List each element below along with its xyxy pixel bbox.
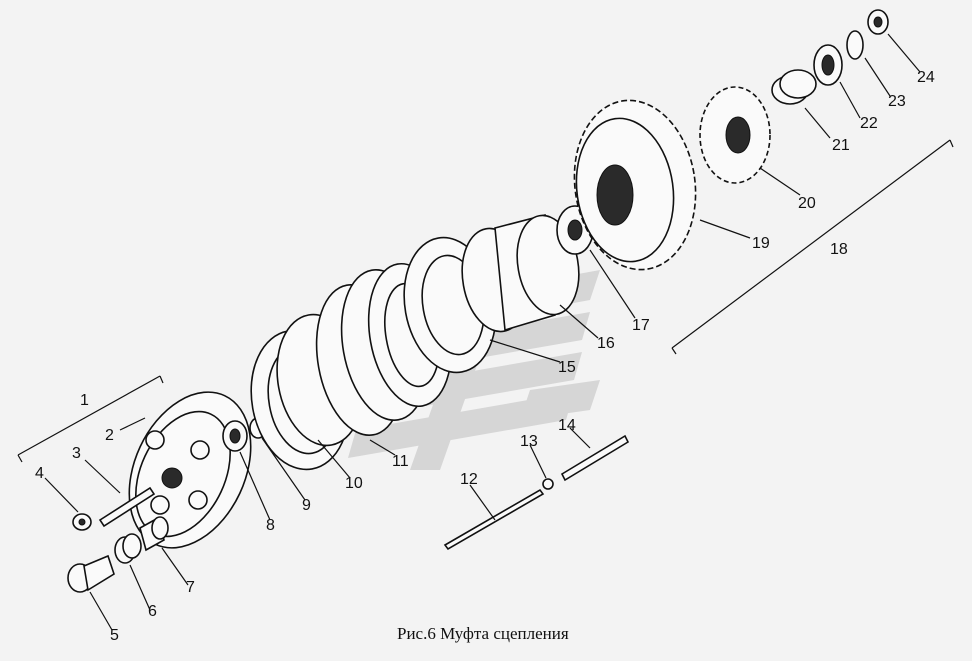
- oil-seal: [813, 44, 843, 86]
- hollow-bolt: [67, 554, 115, 593]
- label-16: 16: [597, 335, 615, 352]
- label-21: 21: [832, 137, 850, 154]
- label-1: 1: [80, 392, 89, 409]
- label-13: 13: [520, 433, 538, 450]
- label-11: 11: [392, 453, 409, 470]
- lock-nut: [72, 513, 92, 531]
- bushing: [867, 9, 889, 35]
- adjusting-stud: [98, 486, 156, 528]
- label-7: 7: [186, 579, 195, 596]
- figure-caption: Рис.6 Муфта сцепления: [397, 624, 569, 643]
- small-sprocket: [699, 86, 771, 184]
- label-14: 14: [558, 417, 576, 434]
- label-4: 4: [35, 465, 44, 482]
- coil-spring: [771, 69, 817, 105]
- label-23: 23: [888, 93, 906, 110]
- label-24: 24: [917, 69, 935, 86]
- label-6: 6: [148, 603, 157, 620]
- circlip: [846, 30, 864, 60]
- part-labels: 1 2 3 4 5 6 7 8 9 10 11 12 13 14 15 16 1…: [35, 69, 935, 644]
- label-5: 5: [110, 627, 119, 644]
- label-12: 12: [460, 471, 478, 488]
- label-9: 9: [302, 497, 311, 514]
- label-3: 3: [72, 445, 81, 462]
- label-20: 20: [798, 195, 816, 212]
- label-15: 15: [558, 359, 576, 376]
- label-18: 18: [830, 241, 848, 258]
- label-22: 22: [860, 115, 878, 132]
- label-17: 17: [632, 317, 650, 334]
- push-rod-short: [560, 434, 630, 482]
- label-10: 10: [345, 475, 363, 492]
- clutch-drum-sprocket: [573, 99, 697, 271]
- label-8: 8: [266, 517, 275, 534]
- bracket-group-18: [671, 139, 954, 355]
- pressure-plate: [128, 391, 252, 549]
- ball: [542, 478, 554, 490]
- label-19: 19: [752, 235, 770, 252]
- label-2: 2: [105, 427, 114, 444]
- spring-cup: [139, 516, 169, 552]
- leader-lines: [44, 33, 921, 631]
- bracket-group-1: [17, 375, 164, 463]
- hub-nut: [222, 420, 248, 452]
- spring: [114, 533, 142, 564]
